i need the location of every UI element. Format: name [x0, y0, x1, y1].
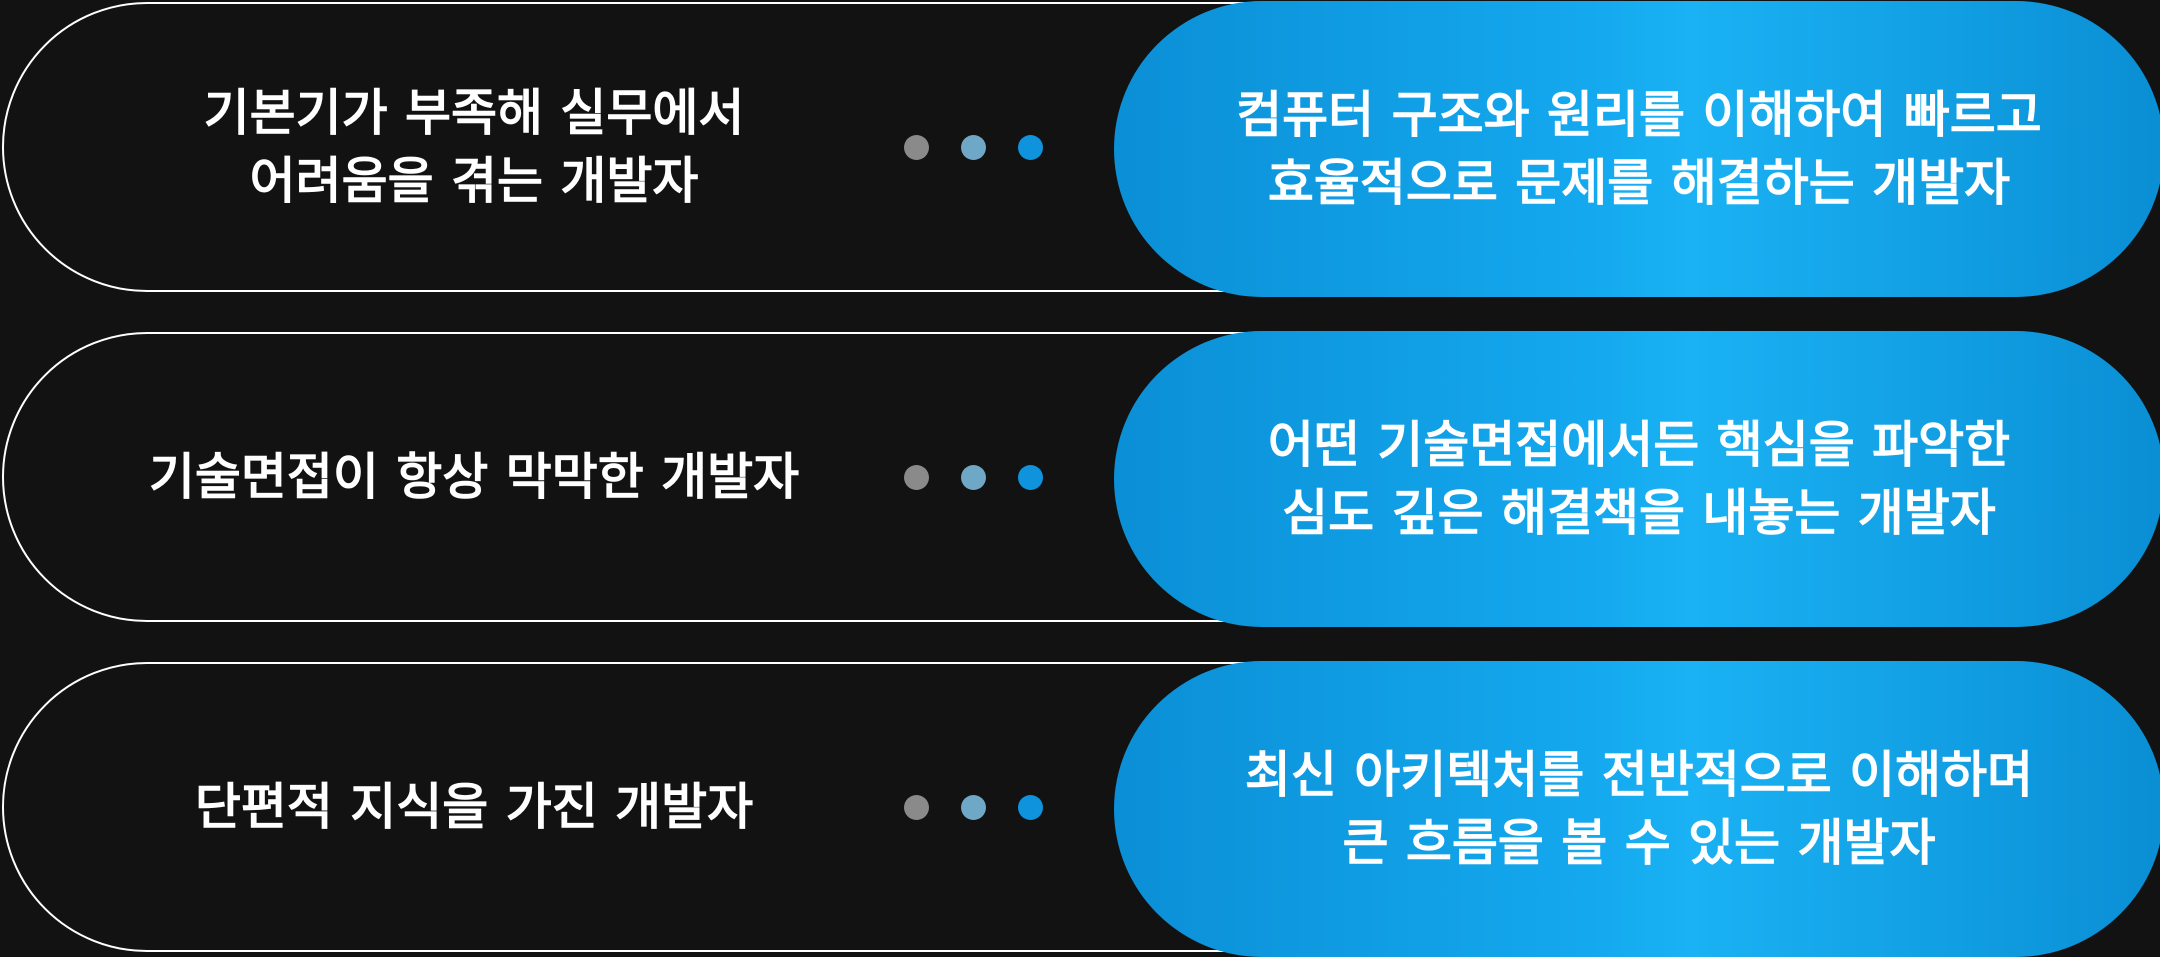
after-text-3: 최신 아키텍처를 전반적으로 이해하며 큰 흐름을 볼 수 있는 개발자 — [1244, 746, 2034, 872]
dot-gray — [904, 134, 929, 160]
dot-blue — [1018, 464, 1043, 490]
dot-gray — [904, 464, 929, 490]
comparison-row-3: 단편적 지식을 가진 개발자 최신 아키텍처를 전반적으로 이해하며 큰 흐름을… — [2, 661, 2160, 957]
before-text-1: 기본기가 부족해 실무에서 어려움을 겪는 개발자 — [203, 84, 745, 210]
before-text-3: 단편적 지식을 가진 개발자 — [194, 778, 754, 836]
transition-dots-2 — [904, 334, 1043, 620]
comparison-row-2: 기술면접이 항상 막막한 개발자 어떤 기술면접에서든 핵심을 파악한 심도 깊… — [2, 331, 2160, 627]
dot-light-blue — [961, 464, 986, 490]
transition-dots-3 — [904, 664, 1043, 950]
dot-blue — [1018, 794, 1043, 820]
dot-light-blue — [961, 134, 986, 160]
after-pill-3: 최신 아키텍처를 전반적으로 이해하며 큰 흐름을 볼 수 있는 개발자 — [1114, 661, 2160, 957]
before-text-2: 기술면접이 항상 막막한 개발자 — [148, 448, 800, 506]
dot-light-blue — [961, 794, 986, 820]
transition-dots-1 — [904, 4, 1043, 290]
after-pill-2: 어떤 기술면접에서든 핵심을 파악한 심도 깊은 해결책을 내놓는 개발자 — [1114, 331, 2160, 627]
after-text-1: 컴퓨터 구조와 원리를 이해하여 빠르고 효율적으로 문제를 해결하는 개발자 — [1236, 86, 2042, 212]
comparison-row-1: 기본기가 부족해 실무에서 어려움을 겪는 개발자 컴퓨터 구조와 원리를 이해… — [2, 1, 2160, 297]
after-pill-1: 컴퓨터 구조와 원리를 이해하여 빠르고 효율적으로 문제를 해결하는 개발자 — [1114, 1, 2160, 297]
dot-gray — [904, 794, 929, 820]
after-text-2: 어떤 기술면접에서든 핵심을 파악한 심도 깊은 해결책을 내놓는 개발자 — [1267, 416, 2011, 542]
dot-blue — [1018, 134, 1043, 160]
